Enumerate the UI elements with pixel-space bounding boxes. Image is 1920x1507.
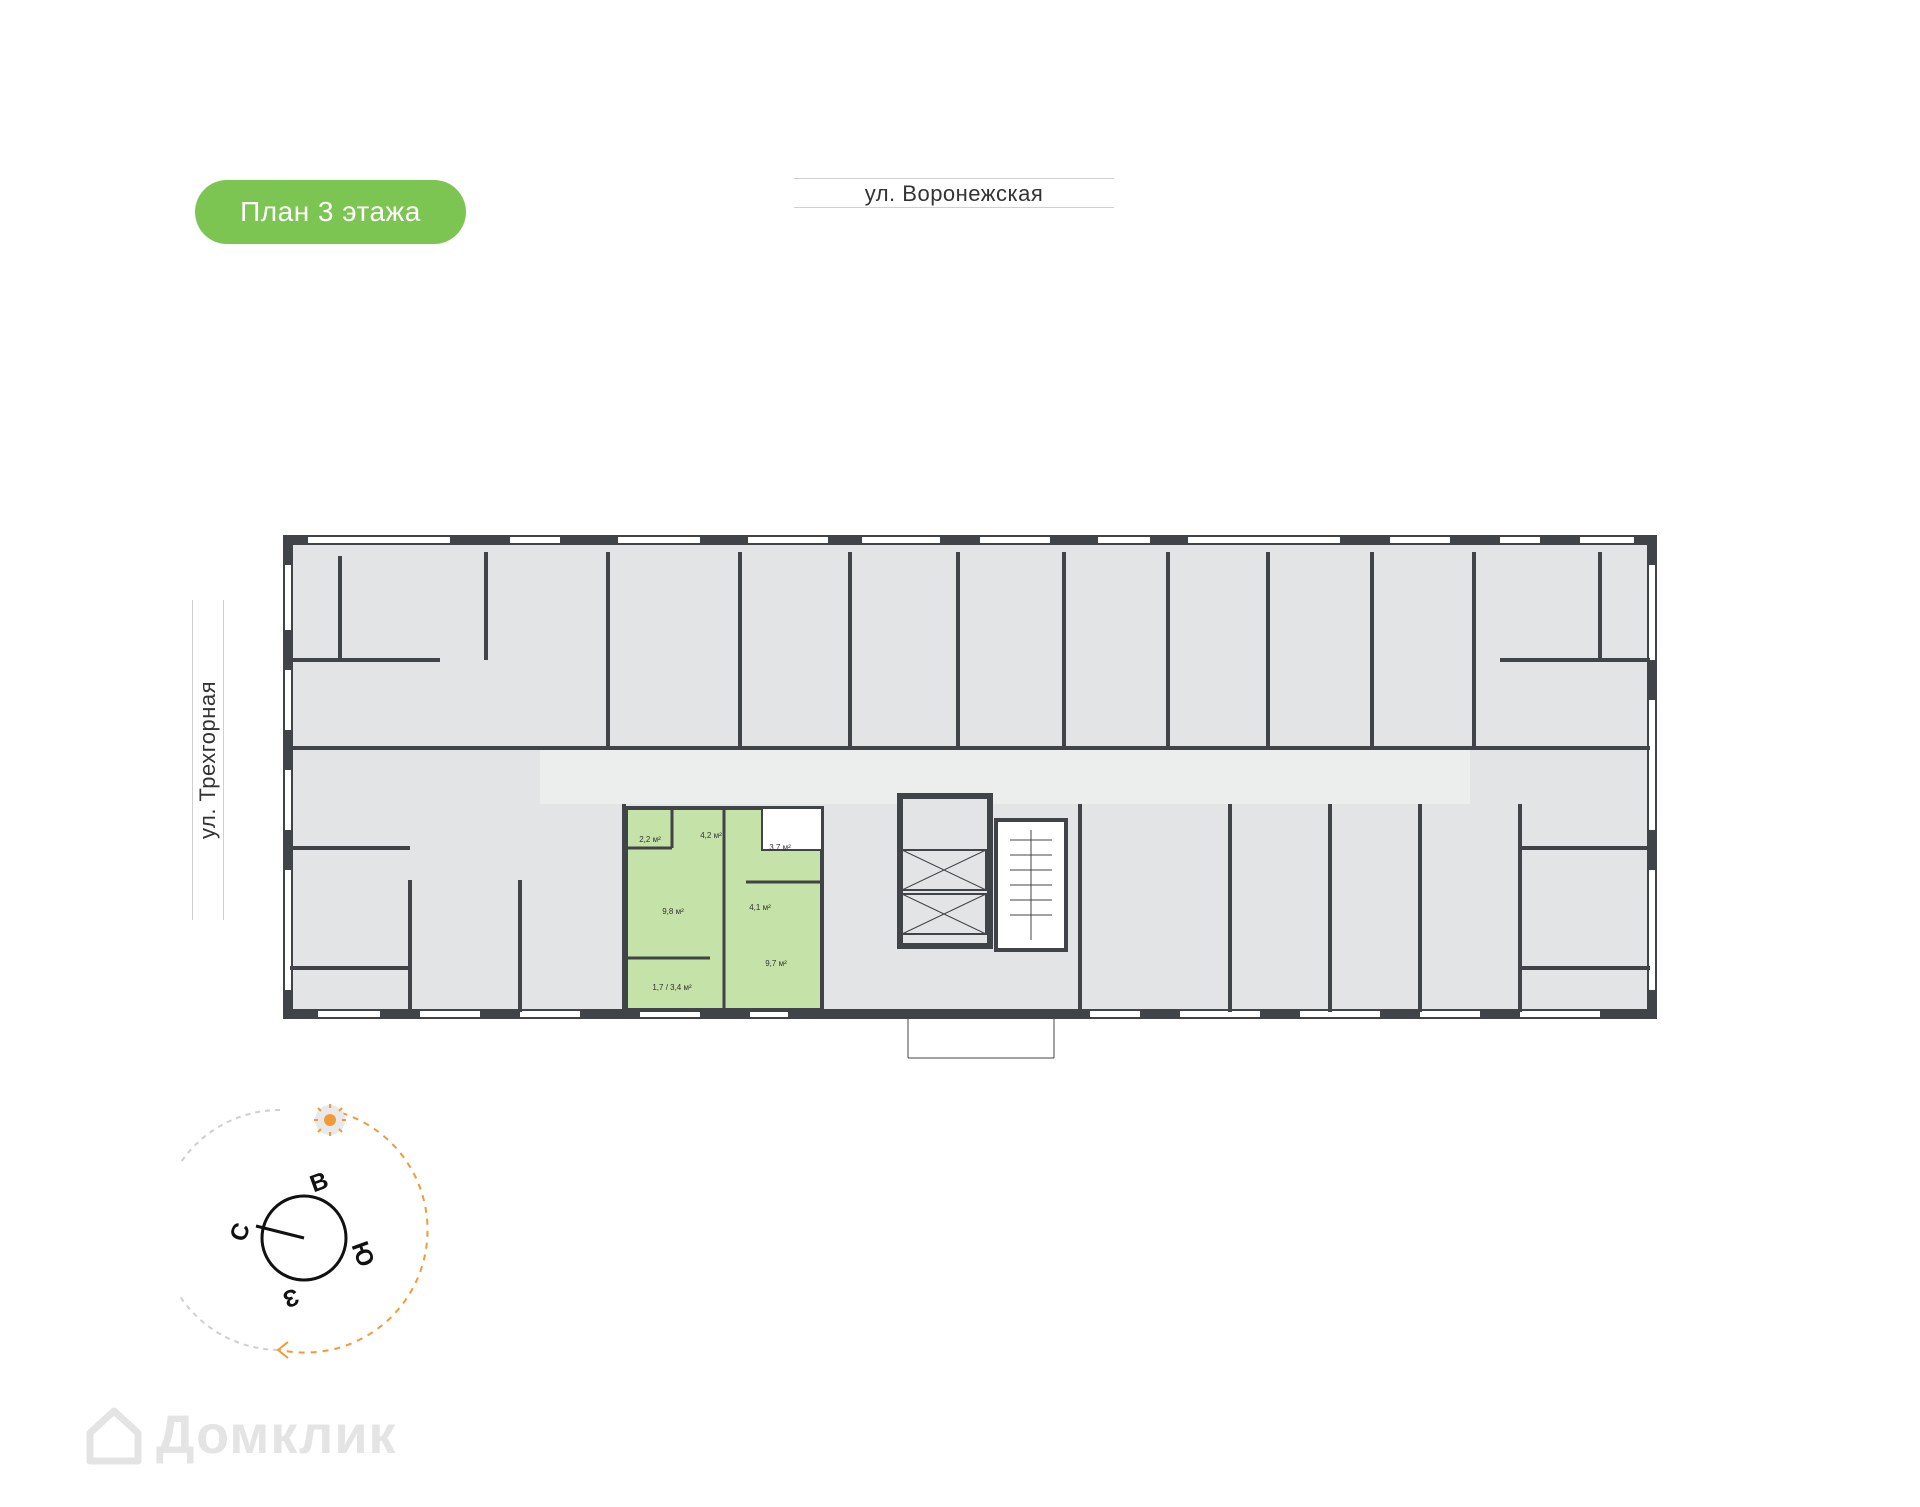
street-left-line	[192, 600, 193, 920]
room-area: 9,8 м²	[662, 907, 684, 916]
sun-icon	[314, 1104, 346, 1136]
interior-walls	[290, 552, 1650, 1012]
arrowhead-icon	[276, 1341, 289, 1359]
compass: С В Ю З	[180, 1104, 429, 1359]
building-core	[897, 793, 1068, 952]
street-top-line	[794, 178, 1114, 179]
compass-north: С	[225, 1219, 256, 1245]
house-logo-icon	[86, 1407, 142, 1465]
street-name-top: ул. Воронежская	[864, 181, 1044, 206]
watermark-text: Домклик	[156, 1405, 397, 1465]
floor-title-badge: План 3 этажа	[195, 180, 466, 244]
room-area: 9,7 м²	[765, 959, 787, 968]
room-area: 2,2 м²	[639, 835, 661, 844]
floor-title: План 3 этажа	[240, 196, 421, 227]
sun-path-night	[180, 1109, 281, 1351]
street-label-top: ул. Воронежская	[794, 178, 1114, 208]
watermark: Домклик	[84, 1400, 397, 1470]
entrance-porch	[907, 1014, 1055, 1059]
highlighted-apartment	[624, 806, 824, 1012]
apartment-area-labels: 2,2 м² 4,2 м² 3,7 м² 9,8 м² 4,1 м² 9,7 м…	[639, 831, 791, 992]
room-area: 3,7 м²	[769, 843, 791, 852]
windows	[285, 537, 1655, 1017]
street-label-left: ул. Трехгорная	[192, 600, 224, 920]
compass-south: Ю	[346, 1238, 380, 1270]
street-top-line	[794, 207, 1114, 208]
compass-needle	[255, 1224, 305, 1240]
corridor	[540, 748, 1470, 804]
street-left-line	[223, 600, 224, 920]
room-area: 4,1 м²	[749, 903, 771, 912]
room-area: 4,2 м²	[700, 831, 722, 840]
room-area: 1,7 / 3,4 м²	[652, 983, 692, 992]
compass-west: З	[279, 1282, 302, 1313]
sun-path-day	[279, 1109, 429, 1354]
compass-east: В	[306, 1167, 332, 1198]
